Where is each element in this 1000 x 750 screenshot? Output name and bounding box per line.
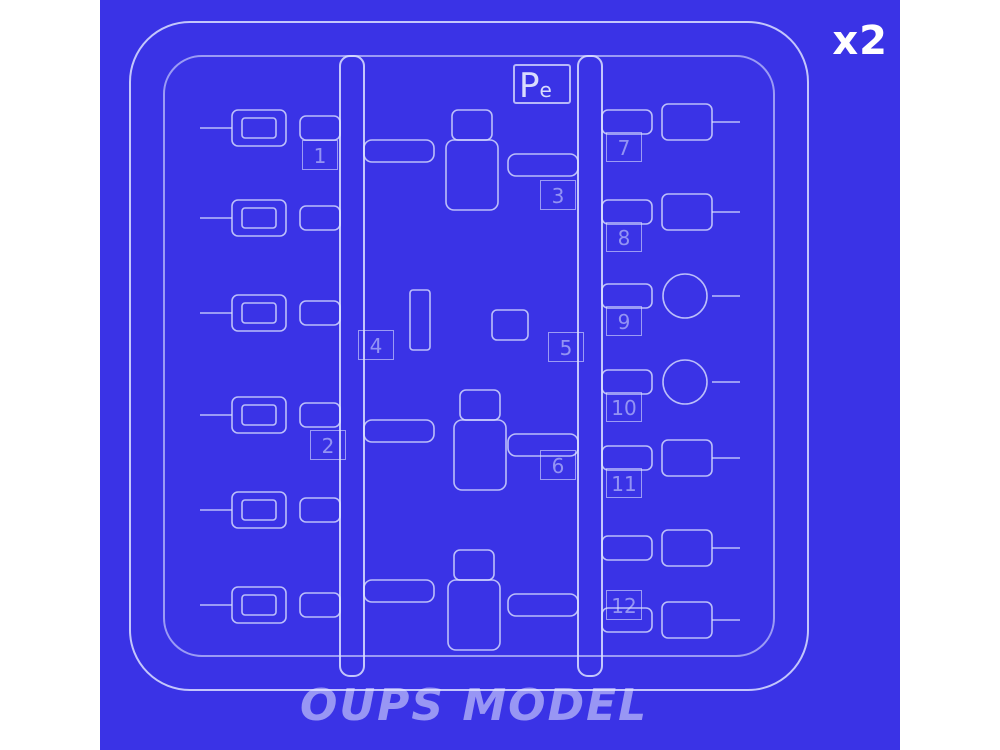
runner-right [577, 55, 603, 677]
gate [299, 300, 341, 326]
bracket-part [453, 549, 495, 581]
part-tag-2: 2 [310, 430, 346, 460]
part-block-inner [241, 404, 277, 426]
part-block [231, 396, 287, 434]
sprue-letter-suffix: e [539, 78, 552, 102]
part-tag-5: 5 [548, 332, 584, 362]
sprue-frame-inner [163, 55, 775, 657]
gate [363, 419, 435, 443]
gate [601, 283, 653, 309]
body-part [445, 139, 499, 211]
gate [363, 579, 435, 603]
body-part [453, 419, 507, 491]
part-tag-6: 6 [540, 450, 576, 480]
bracket-part [451, 109, 493, 141]
part-tag-7: 7 [606, 132, 642, 162]
gate [601, 535, 653, 561]
part-block-inner [241, 302, 277, 324]
part-block [661, 529, 713, 567]
part-block [231, 199, 287, 237]
part-block [661, 439, 713, 477]
part-tag-1: 1 [302, 140, 338, 170]
part-tag-12: 12 [606, 590, 642, 620]
gate [507, 433, 579, 457]
part-tag-9: 9 [606, 306, 642, 336]
gauge-part [662, 359, 708, 405]
bracket-part [459, 389, 501, 421]
part-tag-8: 8 [606, 222, 642, 252]
part-block [661, 103, 713, 141]
part-tag-11: 11 [606, 468, 642, 498]
sprue-letter: P [519, 66, 540, 106]
gate [601, 369, 653, 395]
part-block [231, 109, 287, 147]
gate [299, 497, 341, 523]
gate [363, 139, 435, 163]
part-block-inner [241, 594, 277, 616]
sprue-letter-tag: Pe [513, 64, 571, 106]
gate [299, 592, 341, 618]
quantity-label: x2 [832, 18, 888, 64]
part-block [231, 491, 287, 529]
runner-left [339, 55, 365, 677]
brand-watermark: OUPS MODEL [300, 680, 649, 731]
body-part [447, 579, 501, 651]
gate [507, 593, 579, 617]
gate [601, 199, 653, 225]
sprue-frame-outer [129, 21, 809, 691]
gate [299, 402, 341, 428]
small-part [491, 309, 529, 341]
part-block [231, 586, 287, 624]
gate [507, 153, 579, 177]
part-block [661, 601, 713, 639]
part-block-inner [241, 499, 277, 521]
part-block-inner [241, 207, 277, 229]
gate [601, 445, 653, 471]
part-tag-3: 3 [540, 180, 576, 210]
part-block [231, 294, 287, 332]
gate [601, 607, 653, 633]
part-tag-10: 10 [606, 392, 642, 422]
gate [601, 109, 653, 135]
part-block [661, 193, 713, 231]
part-block-inner [241, 117, 277, 139]
gauge-part [662, 273, 708, 319]
small-part [409, 289, 431, 351]
part-tag-4: 4 [358, 330, 394, 360]
gate [299, 115, 341, 141]
gate [299, 205, 341, 231]
